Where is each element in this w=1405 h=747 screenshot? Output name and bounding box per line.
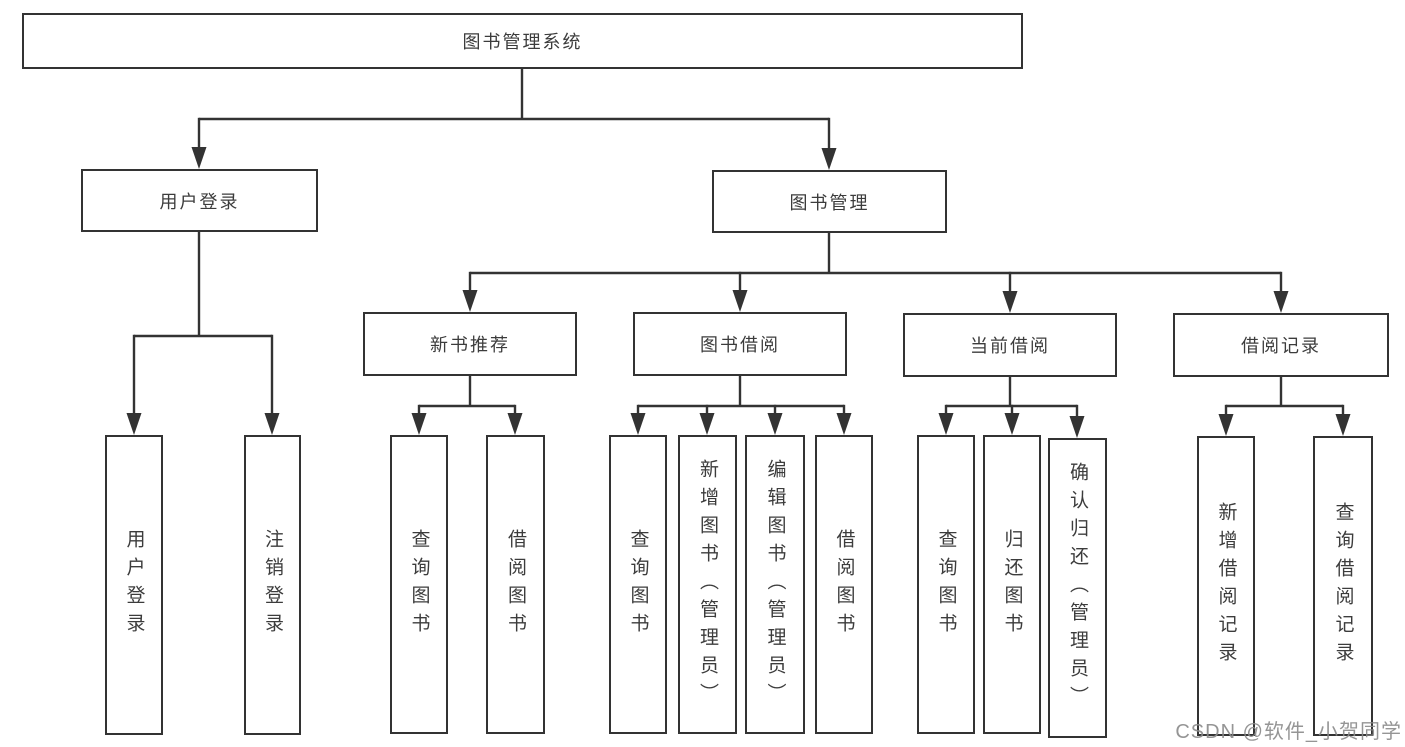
node-book-borrowing: 图书借阅 xyxy=(633,312,847,376)
leaf-add-borrow-record-label: 新增借阅记录 xyxy=(1215,502,1237,670)
leaf-add-books-admin-label: 新增图书（管理员） xyxy=(697,458,718,711)
leaf-user-login: 用户登录 xyxy=(105,435,163,735)
leaf-borrow-books-borrowing-label: 借阅图书 xyxy=(833,528,855,641)
node-current-borrowing: 当前借阅 xyxy=(903,313,1117,377)
leaf-edit-books-admin-label: 编辑图书（管理员） xyxy=(764,458,786,711)
leaf-borrow-books-recommend-label: 借阅图书 xyxy=(505,528,526,641)
leaf-user-login-label: 用户登录 xyxy=(123,529,145,641)
leaf-logout: 注销登录 xyxy=(244,435,301,735)
node-user-login: 用户登录 xyxy=(81,169,318,232)
leaf-confirm-return-admin: 确认归还（管理员） xyxy=(1048,438,1107,738)
node-user-login-label: 用户登录 xyxy=(159,191,240,212)
leaf-query-books-current: 查询图书 xyxy=(917,435,975,734)
leaf-logout-label: 注销登录 xyxy=(262,529,283,641)
leaf-query-books-recommend-label: 查询图书 xyxy=(408,528,430,641)
node-root-label: 图书管理系统 xyxy=(462,32,583,52)
leaf-query-books-current-label: 查询图书 xyxy=(935,528,957,641)
leaf-edit-books-admin: 编辑图书（管理员） xyxy=(745,435,805,734)
node-new-book-recommend: 新书推荐 xyxy=(363,312,577,376)
leaf-add-books-admin: 新增图书（管理员） xyxy=(678,435,737,734)
node-current-borrowing-label: 当前借阅 xyxy=(970,336,1050,356)
node-book-borrowing-label: 图书借阅 xyxy=(700,335,780,355)
node-new-book-recommend-label: 新书推荐 xyxy=(430,335,510,355)
leaf-borrow-books-borrowing: 借阅图书 xyxy=(815,435,873,734)
node-book-management: 图书管理 xyxy=(712,170,947,233)
node-book-management-label: 图书管理 xyxy=(789,192,870,213)
csdn-watermark: CSDN @软件_小贺同学 xyxy=(1175,721,1402,743)
leaf-query-books-borrowing: 查询图书 xyxy=(609,435,667,734)
leaf-confirm-return-admin-label: 确认归还（管理员） xyxy=(1067,462,1088,714)
leaf-borrow-books-recommend: 借阅图书 xyxy=(486,435,545,734)
leaf-query-books-recommend: 查询图书 xyxy=(390,435,448,734)
leaf-query-books-borrowing-label: 查询图书 xyxy=(627,528,649,641)
node-root: 图书管理系统 xyxy=(22,13,1023,69)
leaf-query-borrow-record-label: 查询借阅记录 xyxy=(1332,502,1354,670)
node-borrowing-records: 借阅记录 xyxy=(1173,313,1389,377)
node-borrowing-records-label: 借阅记录 xyxy=(1241,336,1321,356)
leaf-return-books: 归还图书 xyxy=(983,435,1041,734)
leaf-return-books-label: 归还图书 xyxy=(1001,528,1023,641)
leaf-query-borrow-record: 查询借阅记录 xyxy=(1313,436,1373,736)
leaf-add-borrow-record: 新增借阅记录 xyxy=(1197,436,1255,736)
